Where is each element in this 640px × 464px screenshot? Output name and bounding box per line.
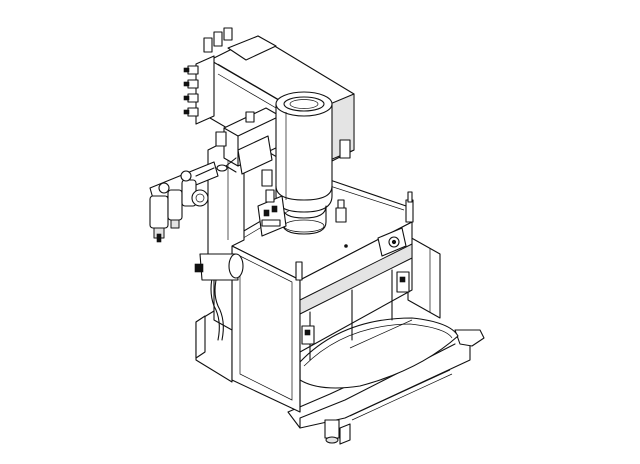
turntable-disc <box>299 317 459 389</box>
manifold-fittings <box>183 27 233 125</box>
filter-regulator <box>149 161 219 243</box>
lid-fitting <box>265 189 347 223</box>
gear-motor <box>377 227 407 257</box>
slide-arm <box>215 107 281 187</box>
rear-panel <box>407 235 441 319</box>
clamp-bracket <box>194 253 244 281</box>
hopper-cylinder <box>275 91 333 213</box>
